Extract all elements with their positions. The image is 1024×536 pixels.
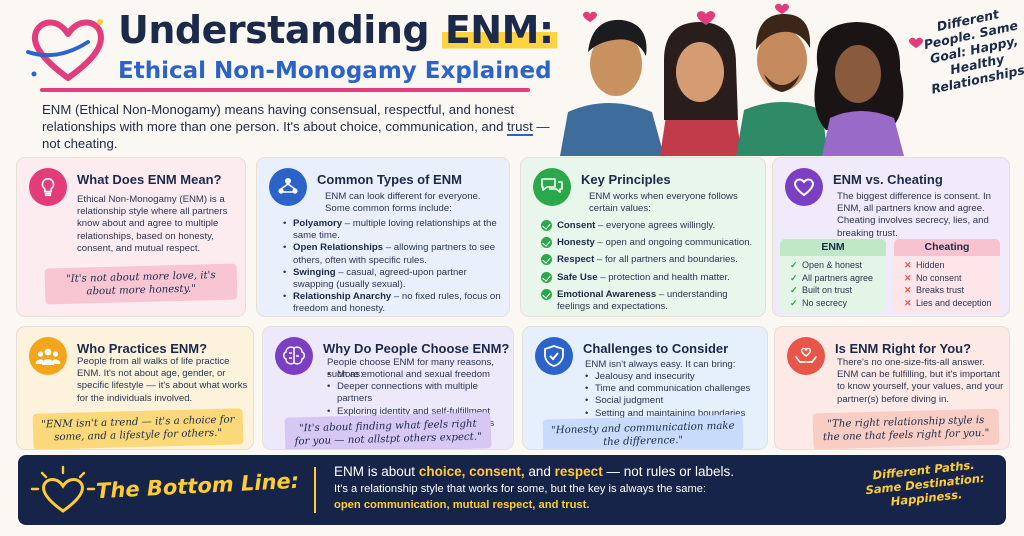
enm-list: ✓Open & honest ✓All partners agree ✓Built … <box>780 256 886 309</box>
list-item: Open Relationships – allowing partners t… <box>283 242 505 266</box>
list-item: Deeper connections with multiple partner… <box>327 381 513 405</box>
list-item: ✓No secrecy <box>790 297 848 308</box>
types-list: Polyamory – multiple loving relationship… <box>283 218 505 316</box>
list-item: ✕Lies and deception <box>904 297 992 308</box>
x-icon: ✕ <box>904 285 912 296</box>
bottom-line-2: It's a relationship style that works for… <box>334 483 707 495</box>
list-item: Consent – everyone agrees willingly. <box>541 220 763 232</box>
list-item: Relationship Anarchy – no fixed rules, f… <box>283 291 505 315</box>
card-text: There's no one-size-fits-all answer. ENM… <box>837 357 1004 405</box>
card-quote: "Honesty and communication make the diff… <box>542 414 744 449</box>
list-item: ✓All partners agree <box>790 272 874 283</box>
people-network-icon <box>269 168 307 206</box>
card-title: Common Types of ENM <box>317 172 462 187</box>
cheating-column-label: Cheating <box>894 239 1000 256</box>
header-tagline: Different People. Same Goal: Happy, Heal… <box>922 6 1024 97</box>
x-icon: ✕ <box>904 297 912 308</box>
enm-column: ENM ✓Open & honest ✓All partners agree ✓Bu… <box>780 239 886 313</box>
people-illustration <box>560 0 932 156</box>
card-what-is-enm: What Does ENM Mean? Ethical Non-Monogamy… <box>16 157 246 317</box>
list-item: Safe Use – protection and health matter. <box>541 271 763 284</box>
card-quote: "It's not about more love, it's about mo… <box>44 263 238 305</box>
bottom-tagline: Different Paths. Same Destination: Happi… <box>864 457 986 509</box>
card-intro: ENM can look different for everyone. Som… <box>325 191 481 215</box>
list-item: ✕No consent <box>904 272 962 283</box>
list-item: Emotional Awareness – understanding feel… <box>541 288 763 313</box>
cheating-list: ✕Hidden ✕No consent ✕Breaks trust✕Lies and… <box>894 256 1000 309</box>
bottom-line-banner: The Bottom Line: ENM is about choice, co… <box>18 455 1006 525</box>
group-icon <box>29 337 67 375</box>
list-item: More emotional and sexual freedom <box>327 369 513 381</box>
card-title: Key Principles <box>581 172 671 187</box>
principles-list: Consent – everyone agrees willingly. Hone… <box>541 220 763 316</box>
card-title: ENM vs. Cheating <box>833 172 943 187</box>
chat-bubbles-icon <box>533 168 571 206</box>
card-right-for-you: Is ENM Right for You? There's no one-siz… <box>774 326 1010 450</box>
list-item: Swinging – casual, agreed-upon partner s… <box>283 267 505 291</box>
card-quote: "It's about finding what feels right for… <box>284 412 492 449</box>
card-challenges: Challenges to Consider ENM isn't always … <box>522 326 768 450</box>
list-item: Exploring identity and self-fulfillment <box>327 406 513 418</box>
list-item: ✕Breaks trust <box>904 285 965 296</box>
card-title: Is ENM Right for You? <box>835 341 972 356</box>
card-title: Who Practices ENM? <box>77 341 208 356</box>
card-text: People from all walks of life practice E… <box>77 356 248 404</box>
card-quote: "The right relationship style is the one… <box>812 408 1000 449</box>
shield-check-icon <box>535 337 573 375</box>
list-item: ✓Built on trust <box>790 285 853 296</box>
list-item: Time and communication challenges <box>585 383 765 395</box>
card-title: Why Do People Choose ENM? <box>323 341 510 356</box>
card-text: Ethical Non-Monogamy (ENM) is a relation… <box>77 194 228 254</box>
card-quote: "ENM isn't a trend — it's a choice for s… <box>32 408 244 449</box>
brain-icon <box>275 337 313 375</box>
lightbulb-icon <box>29 168 67 206</box>
title-highlight: ENM: <box>441 8 557 52</box>
trust-highlight: trust <box>507 119 533 136</box>
card-intro: ENM works when everyone follows certain … <box>589 191 738 215</box>
intro-text: ENM (Ethical Non-Monogamy) means having … <box>42 102 550 151</box>
heart-icon <box>785 168 823 206</box>
card-title: Challenges to Consider <box>583 341 729 356</box>
list-item: ✕Hidden <box>904 260 945 270</box>
card-title: What Does ENM Mean? <box>77 172 222 187</box>
card-why-choose: Why Do People Choose ENM? People choose … <box>262 326 514 450</box>
header: Understanding ENM: Ethical Non-Monogamy … <box>0 0 1024 158</box>
check-icon: ✓ <box>790 285 798 296</box>
check-icon: ✓ <box>790 272 798 283</box>
card-common-types: Common Types of ENM ENM can look differe… <box>256 157 510 317</box>
bottom-line-3: open communication, mutual respect, and … <box>334 499 590 511</box>
card-who-practices: Who Practices ENM? People from all walks… <box>16 326 254 450</box>
card-intro: ENM isn't always easy. It can bring: <box>585 359 736 370</box>
hands-heart-icon <box>787 337 825 375</box>
page-subtitle: Ethical Non-Monogamy Explained <box>118 58 552 84</box>
x-icon: ✕ <box>904 260 912 270</box>
list-item: Setting and maintaining boundaries <box>585 408 765 420</box>
x-icon: ✕ <box>904 272 912 283</box>
bottom-divider <box>314 467 316 513</box>
challenges-list: Jealousy and insecurityTime and communic… <box>585 371 765 420</box>
card-text: The biggest difference is consent. In EN… <box>837 191 991 239</box>
list-item: Honesty – open and ongoing communication… <box>541 237 763 249</box>
list-item: Social judgment <box>585 395 765 407</box>
lightbulb-heart-icon <box>30 465 96 513</box>
bottom-line-1: ENM is about choice, consent, and respec… <box>334 464 735 479</box>
list-item: ✓Open & honest <box>790 260 863 270</box>
enm-column-label: ENM <box>780 239 886 256</box>
list-item: Jealousy and insecurity <box>585 371 765 383</box>
check-icon: ✓ <box>790 297 798 308</box>
list-item: Respect – for all partners and boundarie… <box>541 254 763 266</box>
heart-logo-icon <box>26 19 104 81</box>
title-underline <box>40 88 530 92</box>
bottom-title: The Bottom Line: <box>95 468 300 504</box>
page-title: Understanding ENM: <box>118 8 557 52</box>
card-key-principles: Key Principles ENM works when everyone f… <box>520 157 766 317</box>
cheating-column: Cheating ✕Hidden ✕No consent ✕Breaks trust… <box>894 239 1000 313</box>
list-item: Polyamory – multiple loving relationship… <box>283 218 505 242</box>
check-icon: ✓ <box>790 260 798 270</box>
